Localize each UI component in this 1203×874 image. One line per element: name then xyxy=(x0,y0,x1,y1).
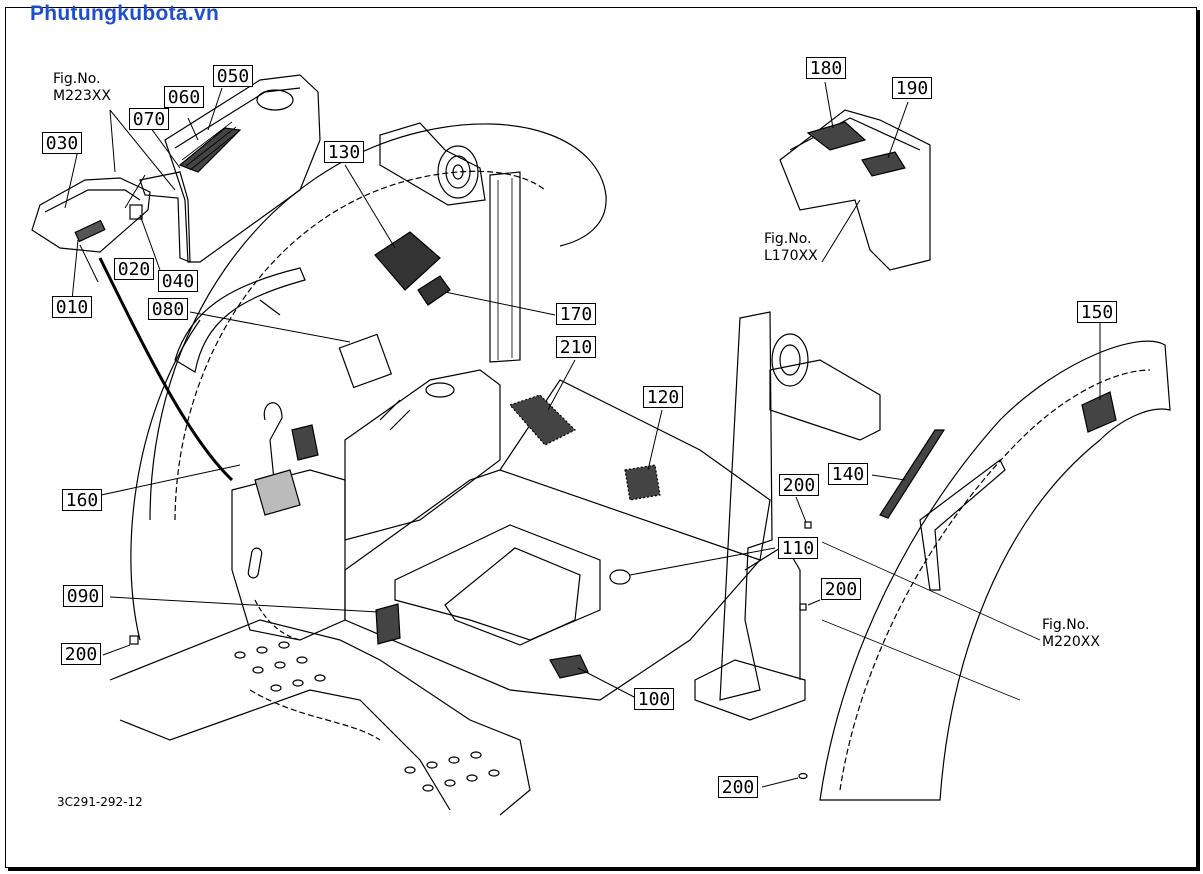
part-label-070[interactable]: 070 xyxy=(129,108,169,130)
fig-ref-label: Fig.No. xyxy=(764,231,812,247)
part-label-020[interactable]: 020 xyxy=(114,258,154,280)
part-label-170[interactable]: 170 xyxy=(556,303,596,325)
part-label-030[interactable]: 030 xyxy=(42,132,82,154)
part-label-040[interactable]: 040 xyxy=(158,270,198,292)
part-label-180[interactable]: 180 xyxy=(806,57,846,79)
part-040-switch xyxy=(129,204,143,220)
site-watermark: Phutungkubota.vn xyxy=(30,2,220,25)
fig-ref-number: M220XX xyxy=(1042,634,1100,650)
part-label-130[interactable]: 130 xyxy=(324,141,364,163)
pedal-100 xyxy=(549,654,589,679)
horn-right xyxy=(771,333,809,387)
part-label-120[interactable]: 120 xyxy=(643,386,683,408)
left-fender-inner xyxy=(174,170,546,521)
part-080-meter xyxy=(338,333,393,389)
fig-ref-number: L170XX xyxy=(764,248,818,264)
part-label-200-d[interactable]: 200 xyxy=(61,643,101,665)
rops-post-right xyxy=(719,311,773,701)
cup-holder xyxy=(425,382,455,398)
decal-140 xyxy=(879,429,946,519)
clip-200-d xyxy=(129,635,139,645)
part-label-060[interactable]: 060 xyxy=(164,86,204,108)
part-label-150[interactable]: 150 xyxy=(1077,301,1117,323)
grab-handle xyxy=(174,267,306,373)
left-fender-edge xyxy=(130,319,201,641)
part-label-210[interactable]: 210 xyxy=(556,336,596,358)
decal-130 xyxy=(374,231,441,291)
decal-190 xyxy=(861,151,906,177)
fig-ref-label: Fig.No. xyxy=(53,71,101,87)
rear-bracket xyxy=(769,359,881,441)
part-label-110[interactable]: 110 xyxy=(778,537,818,559)
part-label-090[interactable]: 090 xyxy=(63,585,103,607)
diagram-code: 3C291-292-12 xyxy=(57,795,143,809)
fig-ref-m223xx[interactable]: Fig.No. M223XX xyxy=(53,71,111,105)
step-holes-left xyxy=(234,641,326,692)
rops-base xyxy=(694,659,806,721)
right-console xyxy=(344,369,501,541)
part-label-100[interactable]: 100 xyxy=(634,688,674,710)
clip-200-a xyxy=(804,521,812,529)
part-060-stripes xyxy=(181,121,239,171)
part-060-decal xyxy=(178,127,242,173)
part-label-050[interactable]: 050 xyxy=(213,65,253,87)
part-label-200-c[interactable]: 200 xyxy=(718,776,758,798)
fig-ref-label: Fig.No. xyxy=(1042,617,1090,633)
part-label-200-b[interactable]: 200 xyxy=(821,578,861,600)
bracket-top xyxy=(379,122,486,206)
control-tower xyxy=(231,469,346,641)
decal-150 xyxy=(1081,391,1117,433)
decal-210 xyxy=(508,394,577,446)
part-label-010[interactable]: 010 xyxy=(52,296,92,318)
fig-ref-m220xx[interactable]: Fig.No. M220XX xyxy=(1042,617,1100,651)
left-fender-outline xyxy=(149,123,607,521)
right-fender xyxy=(819,340,1171,801)
fender-handle xyxy=(919,459,1006,591)
part-050-housing xyxy=(164,74,321,263)
knob-110 xyxy=(609,569,631,585)
part-label-080[interactable]: 080 xyxy=(148,298,188,320)
clip-200-c xyxy=(798,772,808,780)
rops-post-left xyxy=(489,171,521,363)
clip-200-b xyxy=(799,603,807,611)
part-010-body xyxy=(31,177,151,253)
decal-180 xyxy=(806,121,867,151)
diagram-frame xyxy=(5,7,1197,868)
decal-120 xyxy=(624,464,661,501)
step-holes-right xyxy=(404,751,500,792)
lower-step xyxy=(109,619,531,816)
part-050-hole xyxy=(256,89,294,111)
part-label-160[interactable]: 160 xyxy=(62,489,102,511)
part-label-200-a[interactable]: 200 xyxy=(779,474,819,496)
fender-arc-thick xyxy=(98,257,234,482)
fig-ref-number: M223XX xyxy=(53,88,111,104)
decal-160-area xyxy=(291,424,319,461)
platform-edge xyxy=(499,469,761,561)
part-010-decal xyxy=(74,219,106,243)
lever-boot xyxy=(254,469,301,516)
part-label-190[interactable]: 190 xyxy=(892,77,932,99)
fig-ref-l170xx[interactable]: Fig.No. L170XX xyxy=(764,231,818,265)
platform-top xyxy=(344,379,771,701)
decal-090 xyxy=(375,603,401,645)
part-070-panel xyxy=(139,171,191,263)
top-cover xyxy=(779,109,931,271)
part-010-top xyxy=(44,189,141,213)
decal-170 xyxy=(417,275,451,306)
part-label-140[interactable]: 140 xyxy=(828,463,868,485)
horn-left xyxy=(437,145,479,199)
